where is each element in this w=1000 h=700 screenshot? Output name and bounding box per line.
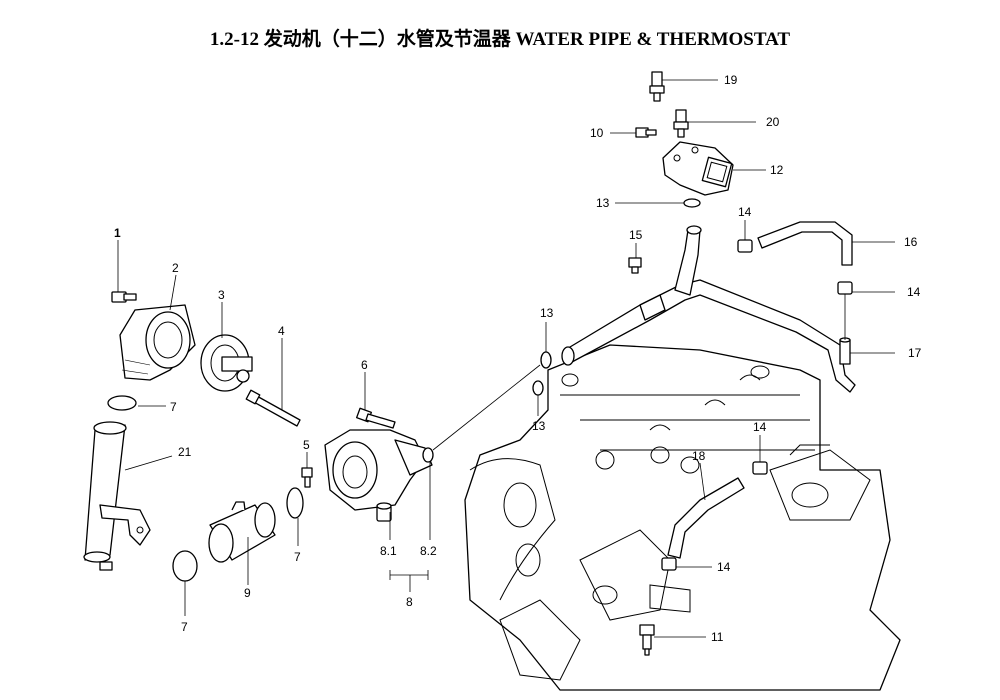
upper-water-pipe: [561, 225, 856, 393]
callout-4: 4: [278, 324, 285, 338]
callout-7-middle: 7: [294, 550, 301, 564]
plug-14-a: [737, 239, 753, 253]
callout-13-lower: 13: [532, 419, 546, 433]
o-ring-7-lower: [172, 550, 198, 582]
hose-16: [757, 221, 853, 266]
o-ring-13-lower: [532, 380, 544, 396]
water-outlet-12: [662, 141, 734, 196]
o-ring-13-middle: [540, 351, 552, 369]
callout-12: 12: [770, 163, 784, 177]
callout-8-1: 8.1: [380, 544, 397, 558]
callout-16: 16: [904, 235, 918, 249]
leader-lines: [117, 79, 895, 638]
bolt-21-foot: [99, 561, 113, 571]
o-ring-7-upper: [107, 395, 137, 411]
callout-9: 9: [244, 586, 251, 600]
plug-8-1: [376, 502, 392, 522]
plug-14-d: [661, 557, 677, 571]
o-ring-7-middle: [286, 487, 304, 519]
nipple-17: [839, 337, 851, 365]
sensor-20: [673, 109, 689, 138]
long-bolt-4: [245, 389, 301, 427]
callout-20: 20: [766, 115, 780, 129]
bolt-1: [111, 291, 137, 303]
pipe-21: [83, 421, 151, 563]
callout-2: 2: [172, 261, 179, 275]
callout-13-top: 13: [596, 196, 610, 210]
o-ring-13-top: [683, 198, 701, 208]
thermostat-3: [200, 334, 253, 392]
sensor-11: [639, 624, 655, 656]
callout-1: 1: [114, 226, 121, 240]
pipe-9: [208, 501, 276, 563]
callout-labels: 1 2 3 4 5 6 7 7 7 8 8.1 8.2 9 10 11 12 1…: [114, 73, 922, 644]
page-title: 1.2-12 发动机（十二）水管及节温器 WATER PIPE & THERMO…: [209, 29, 791, 50]
bolt-15: [628, 257, 642, 274]
callout-8-2: 8.2: [420, 544, 437, 558]
thermostat-cover-2: [119, 304, 196, 381]
sensor-19: [649, 71, 665, 102]
callout-6: 6: [361, 358, 368, 372]
hose-18: [667, 477, 745, 559]
plug-14-c: [752, 461, 768, 475]
callout-7-upper: 7: [170, 400, 177, 414]
thermostat-housing: [324, 429, 434, 511]
callout-14-d: 14: [717, 560, 731, 574]
bolt-6: [356, 407, 396, 429]
callout-11: 11: [711, 630, 724, 644]
callout-14-b: 14: [907, 285, 921, 299]
bolt-5: [301, 467, 313, 488]
callout-7-lower: 7: [181, 620, 188, 634]
callout-14-c: 14: [753, 420, 767, 434]
bolt-10: [635, 127, 657, 138]
callout-5: 5: [303, 438, 310, 452]
callout-14-a: 14: [738, 205, 752, 219]
callout-18: 18: [692, 449, 706, 463]
callout-15: 15: [629, 228, 643, 242]
callout-8: 8: [406, 595, 413, 609]
callout-10: 10: [590, 126, 604, 140]
plug-14-b: [837, 281, 853, 295]
callout-21: 21: [178, 445, 192, 459]
callout-13-middle: 13: [540, 306, 554, 320]
callout-3: 3: [218, 288, 225, 302]
callout-19: 19: [724, 73, 738, 87]
callout-17: 17: [908, 346, 922, 360]
